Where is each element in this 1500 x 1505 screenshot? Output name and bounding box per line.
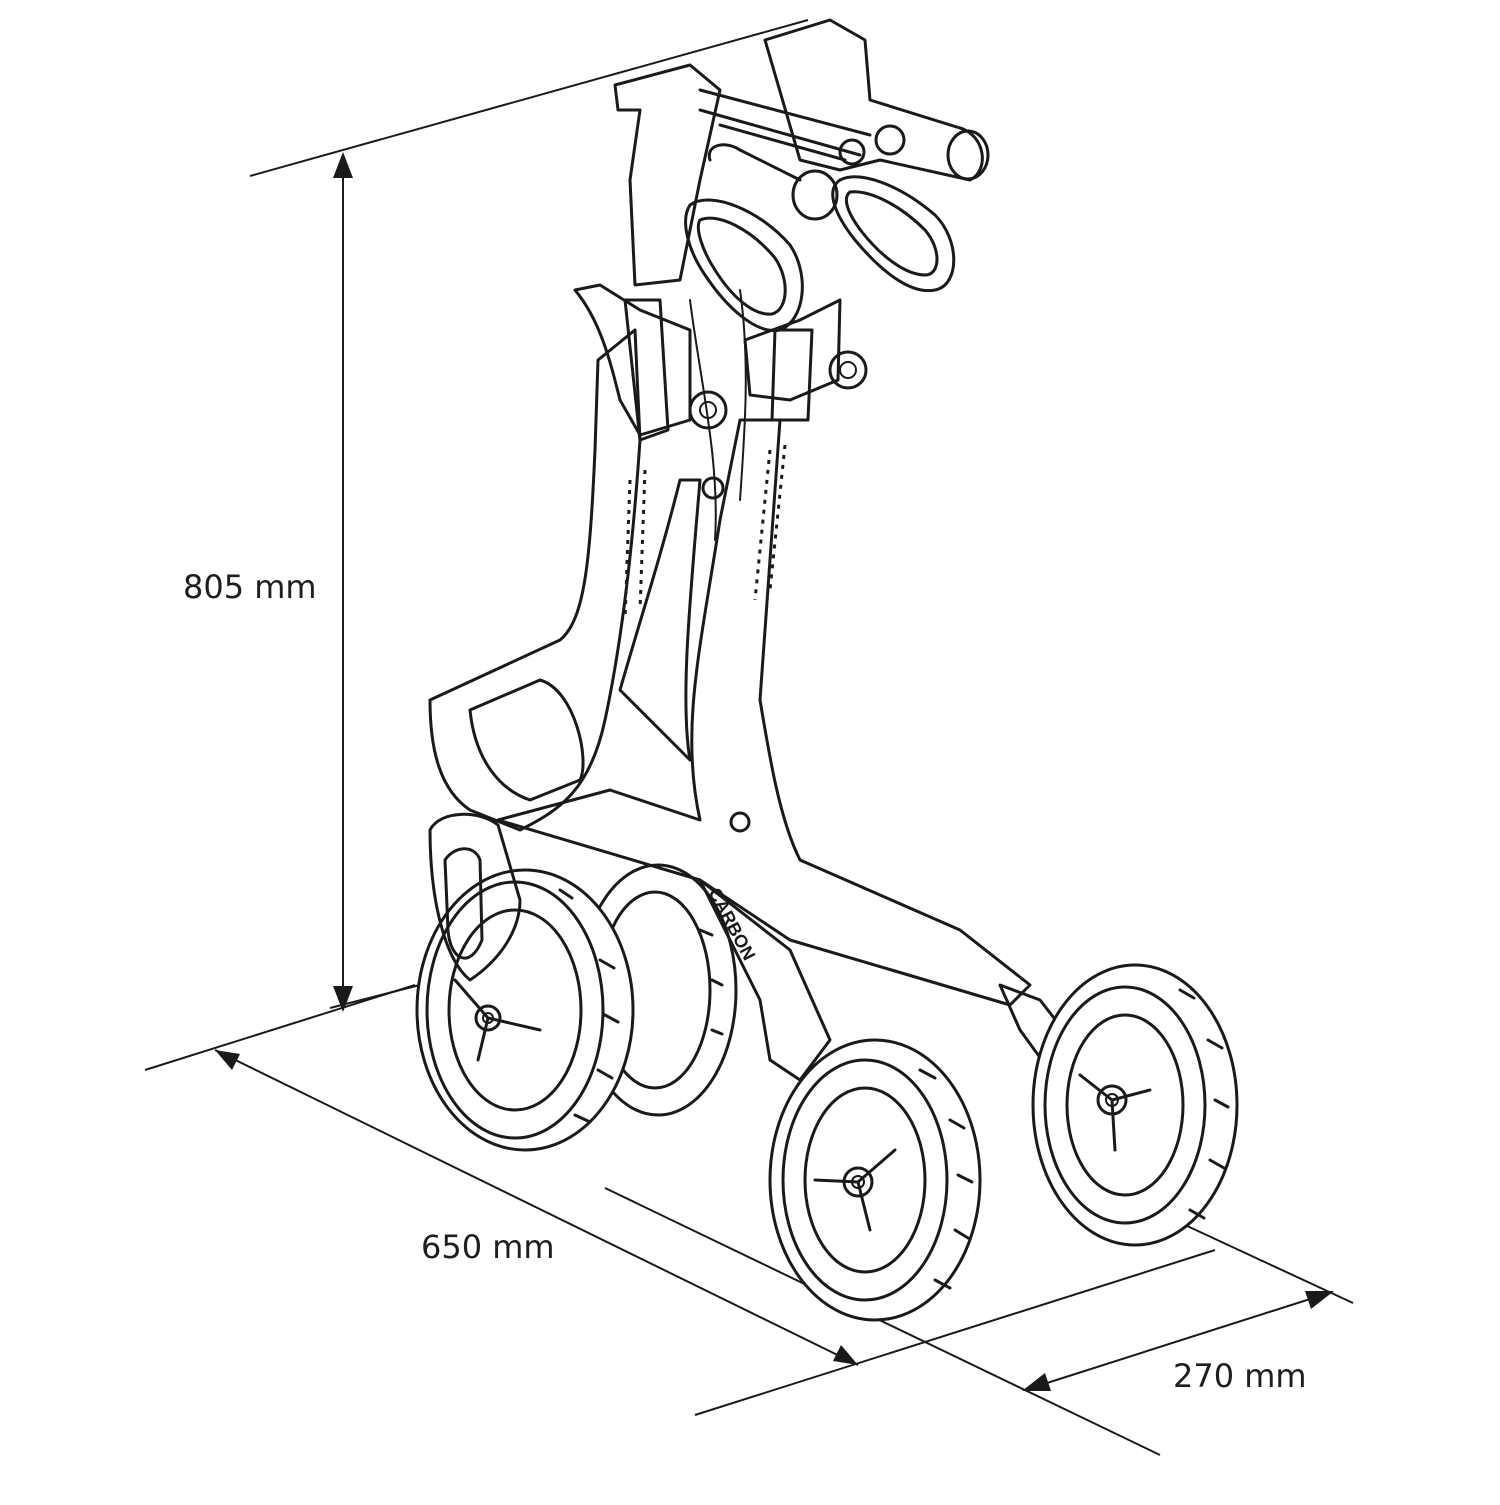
length-arrow-front [833,1345,858,1365]
front-clamp [743,298,842,402]
handle-bar-link [698,88,872,162]
height-arrow-bottom [333,986,353,1012]
brake-lever-rear [684,198,804,333]
rollator: CARBON [415,18,1239,1322]
height-dimension [249,19,809,1012]
rear-extension-line [144,984,416,1071]
front-extension-line [694,1249,1216,1416]
width-dimension-line [1024,1291,1333,1391]
width-arrow-right [1305,1291,1334,1309]
grip-front [838,124,990,181]
handle-rear [613,63,722,287]
frame-bolt [729,811,751,833]
top-extension-line [249,19,809,177]
width-extension-line-left [604,1187,1161,1456]
front-upper-post [770,328,814,422]
brake-lever-front [831,175,956,293]
length-dimension [144,984,1216,1416]
brake-cables [689,289,747,541]
width-extension-line-right [1184,1224,1354,1304]
width-dimension [604,1187,1354,1456]
cross-frame-inner [618,478,702,762]
length-dimension-line [214,1049,859,1366]
cross-frame [496,418,1032,1007]
rear-leg-grip-texture [623,479,632,621]
front-wheel-near [768,1038,982,1322]
grip-rear [707,143,839,221]
handle-front [763,18,984,182]
height-dimension-label: 805 mm [183,568,317,606]
rear-leg-window [468,678,585,802]
rear-clamp [573,283,692,437]
brake-lever-front-inner [845,190,939,277]
rear-leg [428,328,642,832]
length-dimension-label: 650 mm [421,1228,555,1266]
brake-lever-rear-inner [696,216,787,316]
rear-wheel-front [415,868,635,1152]
front-wheel-far [1031,963,1239,1247]
height-arrow-top [333,152,353,178]
rear-upper-post [623,298,670,442]
fold-latch [701,476,725,500]
length-arrow-rear [215,1050,240,1070]
width-arrow-left [1022,1373,1051,1391]
width-dimension-label: 270 mm [1173,1357,1307,1395]
height-knob-front [828,350,868,390]
rear-fork-cutout [443,847,484,960]
rear-fork [428,812,522,982]
